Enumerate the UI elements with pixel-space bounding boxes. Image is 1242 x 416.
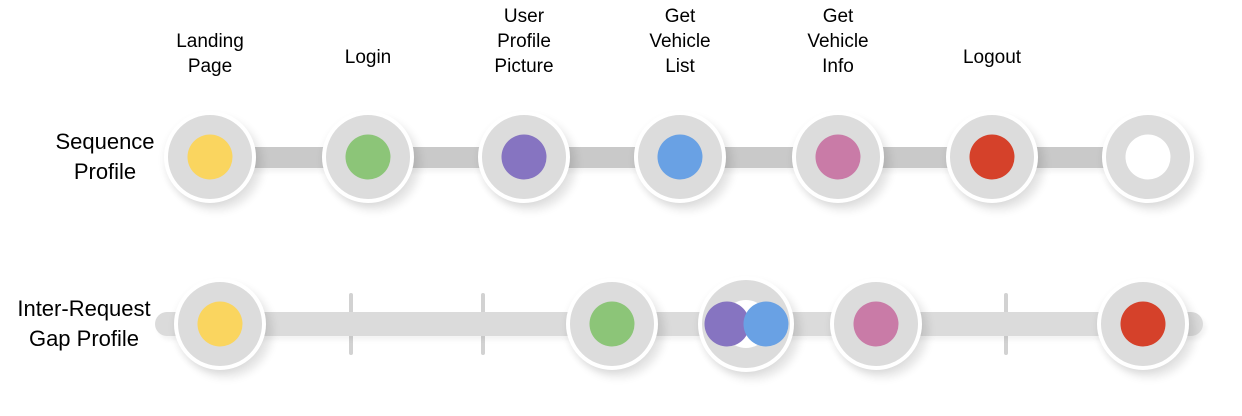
red-event-dot bbox=[1120, 301, 1166, 347]
node-login bbox=[322, 111, 414, 203]
node-logout bbox=[946, 111, 1038, 203]
green-event-dot bbox=[589, 301, 635, 347]
green-event-dot bbox=[345, 134, 391, 180]
node-get-vehicle-info bbox=[792, 111, 884, 203]
node-gap-login bbox=[566, 278, 658, 370]
sequence-profile-row-label: Sequence Profile bbox=[55, 129, 155, 184]
node-landing-page bbox=[164, 111, 256, 203]
purple-event-dot bbox=[704, 301, 750, 347]
node-gap-landing-page bbox=[174, 278, 266, 370]
node-label-landing-page: Landing Page bbox=[176, 31, 244, 77]
pink-event-dot bbox=[853, 301, 899, 347]
yellow-event-dot bbox=[197, 301, 243, 347]
inter-request-gap-profile-timeline bbox=[155, 312, 1203, 336]
inter-request-gap-profile-row-label: Inter-Request Gap Profile bbox=[17, 296, 151, 351]
node-label-login: Login bbox=[344, 47, 392, 68]
blue-event-dot bbox=[743, 301, 789, 347]
white-event-dot bbox=[1125, 134, 1171, 180]
yellow-event-dot bbox=[187, 134, 233, 180]
node-get-vehicle-list bbox=[634, 111, 726, 203]
node-gap-logout bbox=[1097, 278, 1189, 370]
node-label-user-profile-picture: User Profile Picture bbox=[494, 6, 554, 77]
node-label-get-vehicle-list: Get Vehicle List bbox=[649, 6, 711, 77]
node-sequence-end-marker bbox=[1102, 111, 1194, 203]
red-event-dot bbox=[969, 134, 1015, 180]
node-user-profile-picture bbox=[478, 111, 570, 203]
purple-event-dot bbox=[501, 134, 547, 180]
node-label-logout: Logout bbox=[962, 47, 1022, 68]
node-gap-user-profile-picture-and-get-vehicle-list bbox=[698, 276, 794, 372]
pink-event-dot bbox=[815, 134, 861, 180]
node-label-get-vehicle-info: Get Vehicle Info bbox=[807, 6, 869, 77]
node-gap-get-vehicle-info bbox=[830, 278, 922, 370]
blue-event-dot bbox=[657, 134, 703, 180]
